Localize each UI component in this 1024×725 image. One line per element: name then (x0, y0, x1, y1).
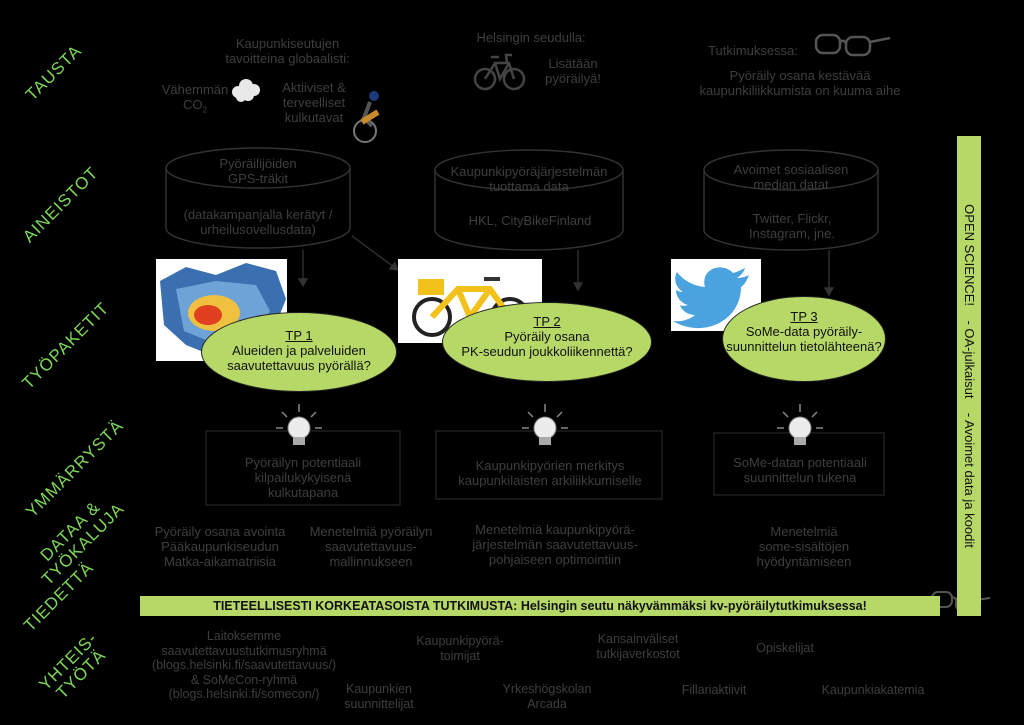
collab-arcada: Yrkeshögskolan Arcada (502, 682, 592, 711)
work-package-2: TP 2 Pyöräily osana PK-seudun joukkoliik… (442, 302, 652, 382)
collab-suunnittelijat: Kaupunkien suunnittelijat (344, 682, 414, 711)
collab-fillari: Fillariaktiivit (681, 683, 747, 697)
collab-laitos: Laitoksemme saavutettavuustutkimusryhmä … (151, 629, 337, 701)
bicycle-icon (473, 53, 526, 91)
data-tool-1: Pyöräily osana avointa Pääkaupunkiseudun… (154, 524, 286, 569)
helsinki-title: Helsingin seudulla: (476, 30, 586, 45)
work-package-1: TP 1 Alueiden ja palveluiden saavutettav… (201, 312, 397, 392)
db2-title: Kaupunkipyöräjärjestelmän tuottama data (450, 164, 608, 194)
database-cylinder-2 (434, 149, 624, 251)
science-banner: TIETEELLISESTI KORKEATASOISTA TUTKIMUSTA… (140, 596, 940, 616)
lightbulb-icon-1 (276, 404, 322, 445)
collab-opiskelijat: Opiskelijat (756, 641, 814, 655)
collab-kaupunkipyora: Kaupunkipyörä- toimijat (416, 634, 504, 663)
helsinki-more-cycling: Lisätään pyöräilyä! (545, 56, 601, 86)
wp1-label: TP 1 (285, 328, 313, 343)
collab-kansainvaliset: Kansainväliset tutkijaverkostot (596, 632, 680, 661)
wp3-label: TP 3 (790, 309, 818, 324)
understanding-1: Pyöräilyn potentiaali kilpailukykyisenä … (244, 455, 362, 500)
db1-title: Pyöräilijöiden GPS-träkit (219, 156, 297, 186)
open-science-bar (957, 136, 981, 616)
research-text: Pyöräily osana kestävää kaupunkiliikkumi… (699, 68, 901, 98)
glasses-icon (814, 33, 891, 57)
research-title: Tutkimuksessa: (708, 43, 798, 58)
database-cylinder-1 (165, 147, 351, 249)
cyclist-icon (353, 91, 380, 143)
arrows (297, 235, 835, 297)
db1-text: (datakampanjalla kerätyt / urheilusovell… (183, 207, 333, 237)
wp2-question: Pyöräily osana PK-seudun joukkoliikennet… (461, 329, 633, 359)
wp2-label: TP 2 (533, 314, 561, 329)
data-tool-4: Menetelmiä some-sisältöjen hyödyntämisee… (756, 524, 852, 569)
work-package-3: TP 3 SoMe-data pyöräily- suunnittelun ti… (722, 296, 886, 382)
wp1-question: Alueiden ja palveluiden saavutettavuus p… (227, 343, 371, 373)
db3-text: Twitter, Flickr, Instagram, jne. (749, 211, 835, 241)
lightbulb-icon-2 (522, 404, 568, 445)
active-modes-text: Aktiiviset & terveelliset kulkutavat (282, 80, 346, 125)
understanding-2: Kaupunkipyörien merkitys kaupunkilaisten… (458, 458, 642, 488)
wp3-question: SoMe-data pyöräily- suunnittelun tietolä… (726, 324, 882, 354)
cloud-icon (232, 79, 260, 102)
co2-subscript: 2 (202, 105, 207, 115)
co2-label: Vähemmän CO (161, 82, 229, 112)
understanding-3: SoMe-datan potentiaali suunnittelun tuke… (733, 455, 867, 485)
global-goals-title: Kaupunkiseutujen tavoitteina globaalisti… (225, 36, 350, 66)
db3-title: Avoimet sosiaalisen median datat (733, 162, 849, 192)
twitter-logo (671, 259, 761, 331)
collab-akatemia: Kaupunkiakatemia (821, 683, 925, 697)
lightbulb-icon-3 (777, 404, 823, 445)
db2-text: HKL, CityBikeFinland (468, 213, 592, 228)
data-tool-3: Menetelmiä kaupunkipyörä- järjestelmän s… (472, 522, 638, 567)
open-science-text: OPEN SCIENCE! - OA-julkaisut - Avoimet d… (962, 204, 977, 548)
database-cylinder-3 (703, 149, 879, 251)
data-tool-2: Menetelmiä pyöräilyn saavutettavuus- mal… (309, 524, 433, 569)
co2-text: Vähemmän CO2 (152, 82, 238, 118)
